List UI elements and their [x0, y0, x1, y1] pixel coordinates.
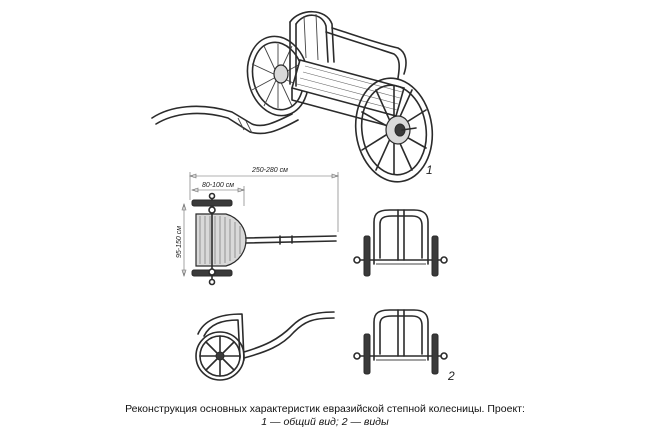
side-wheel	[195, 331, 245, 381]
chariot-front-view-lower	[353, 309, 448, 375]
figure-caption: Реконструкция основных характеристик евр…	[0, 403, 650, 429]
dimension-axle-width: 95-150 см	[176, 203, 187, 277]
figure-2-label: 2	[447, 369, 455, 383]
figure-1-label: 1	[426, 163, 433, 177]
front-wheel	[354, 77, 434, 183]
caption-line-1: Реконструкция основных характеристик евр…	[125, 403, 525, 415]
overall-length-label: 250-280 см	[251, 167, 288, 174]
axle-width-label: 95-150 см	[176, 226, 183, 258]
body-length-label: 80-100 см	[202, 182, 234, 189]
chariot-plan-view: 250-280 см 80-100 см 95-150 см	[176, 167, 339, 286]
chariot-front-view-upper	[353, 209, 448, 277]
chariot-side-view	[195, 311, 335, 381]
dimension-overall-length: 250-280 см	[189, 167, 339, 232]
plan-wheel-top	[191, 199, 233, 207]
chariot-perspective-view: 1	[151, 10, 434, 183]
caption-line-2: 1 — общий вид; 2 — виды	[261, 416, 389, 428]
chariot-body	[289, 10, 407, 129]
dimension-body-length: 80-100 см	[191, 182, 245, 206]
